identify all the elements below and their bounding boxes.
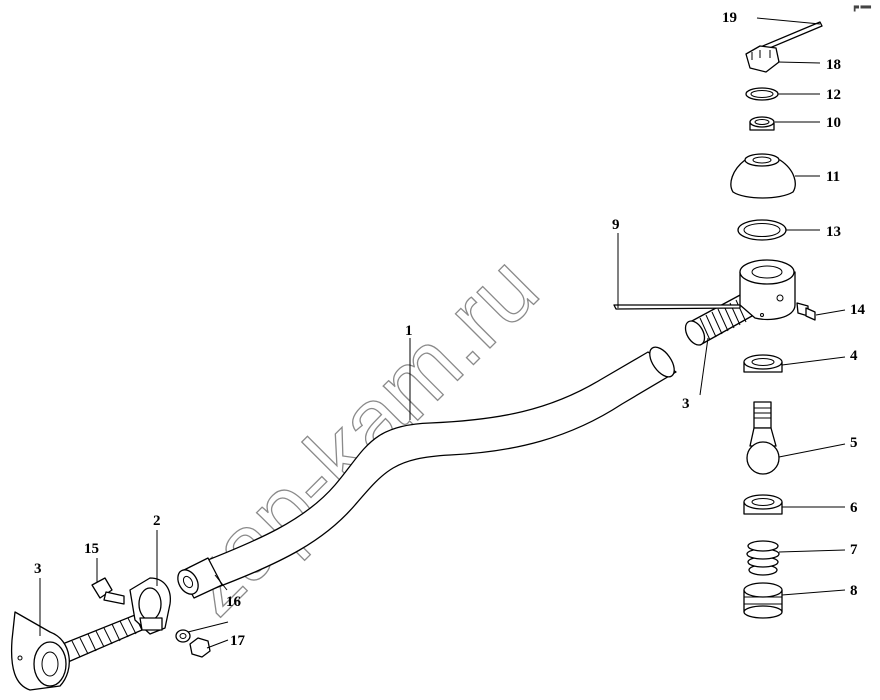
callout-3-left: 3 bbox=[34, 561, 42, 577]
callout-13: 13 bbox=[826, 224, 841, 240]
callout-19: 19 bbox=[722, 10, 737, 26]
part-3-right-rod-end bbox=[684, 259, 796, 346]
callout-9: 9 bbox=[612, 217, 620, 233]
callout-6: 6 bbox=[850, 500, 858, 516]
part-16-washer bbox=[175, 629, 191, 643]
part-5-ball-pin bbox=[746, 401, 780, 475]
leader-lines bbox=[39, 17, 846, 649]
part-3-left-rod-end bbox=[10, 611, 143, 691]
part-6-liner bbox=[743, 494, 783, 515]
part-9-cotter-pin bbox=[613, 304, 741, 310]
part-2-clamp bbox=[129, 577, 171, 635]
part-15-bolt bbox=[91, 577, 125, 605]
callout-14: 14 bbox=[850, 302, 866, 318]
callout-10: 10 bbox=[826, 115, 841, 131]
callout-4: 4 bbox=[850, 348, 858, 364]
part-12-washer bbox=[745, 87, 779, 101]
callouts: 19 18 12 10 11 13 14 4 5 6 7 8 9 1 3 2 1… bbox=[34, 10, 866, 649]
part-7-spring bbox=[746, 540, 780, 576]
callout-8: 8 bbox=[850, 583, 858, 599]
part-11-dust-boot bbox=[730, 153, 796, 199]
part-16-clamp-sleeve bbox=[177, 557, 223, 599]
part-13-ring bbox=[737, 219, 787, 241]
part-17-nut bbox=[189, 637, 211, 658]
part-4-liner bbox=[743, 354, 783, 373]
part-18-castle-nut bbox=[745, 45, 780, 73]
callout-17: 17 bbox=[230, 633, 246, 649]
callout-7: 7 bbox=[850, 542, 858, 558]
part-10-bushing bbox=[749, 116, 775, 131]
corner-mark: ▐▀ ▀▀▀ bbox=[852, 5, 872, 12]
part-8-plug bbox=[743, 582, 783, 619]
part-14-grease-fitting bbox=[796, 302, 816, 321]
callout-15: 15 bbox=[84, 541, 99, 557]
part-1-tie-rod-tube bbox=[189, 346, 677, 591]
callout-16: 16 bbox=[226, 594, 242, 610]
callout-3-right: 3 bbox=[682, 396, 690, 412]
callout-11: 11 bbox=[826, 169, 840, 185]
callout-18: 18 bbox=[826, 57, 841, 73]
callout-5: 5 bbox=[850, 435, 858, 451]
callout-1: 1 bbox=[405, 323, 413, 339]
callout-2: 2 bbox=[153, 513, 161, 529]
callout-12: 12 bbox=[826, 87, 841, 103]
